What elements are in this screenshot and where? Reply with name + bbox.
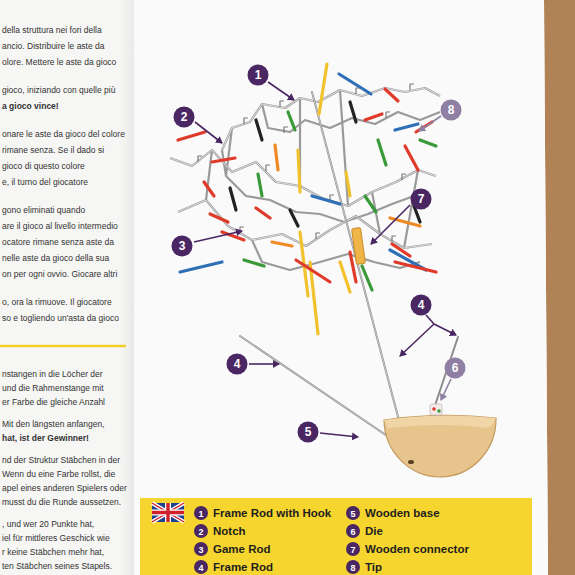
manual-text-line: rimane senza. Se il dado si <box>2 145 104 156</box>
legend-text: Wooden connector <box>365 542 469 556</box>
callout-number: 8 <box>448 103 455 117</box>
manual-text-line: , und wer 20 Punkte hat, <box>2 519 94 530</box>
manual-text-line: o, ora la rimuove. Il giocatore <box>2 297 112 308</box>
callout-number: 1 <box>255 68 262 82</box>
legend-band <box>140 498 532 575</box>
callout-number: 4 <box>418 298 425 312</box>
manual-text-line: on per ogni ovvio. Giocare altri <box>2 269 117 280</box>
manual-text-line: ocatore rimane senza aste da <box>2 237 114 248</box>
leader-lines <box>194 82 456 437</box>
callout-number: 7 <box>418 192 425 206</box>
manual-text-line: onare le aste da gioco del colore <box>2 129 125 140</box>
legend-text: Frame Rod <box>213 560 273 574</box>
legend-number: 3 <box>198 545 203 555</box>
callout-number: 5 <box>305 425 312 439</box>
uk-flag <box>152 503 184 522</box>
manual-text-line: und die Rahmenstange mit <box>2 383 104 394</box>
legend-number: 5 <box>350 509 355 519</box>
legend-number: 8 <box>350 563 355 573</box>
manual-text-line: so e togliendo un'asta da gioco <box>2 313 119 324</box>
manual-text-line: nstangen in die Löcher der <box>2 369 103 380</box>
manual-text-line: iel für mittleres Geschick wie <box>2 533 110 544</box>
manual-text-line: are il gioco al livello intermedio <box>2 221 118 232</box>
legend-number: 4 <box>198 563 203 573</box>
manual-text-line: Wenn du eine Farbe rollst, die <box>2 469 115 480</box>
legend-text: Game Rod <box>213 542 271 556</box>
manual-text-line: Mit den längsten anfangen, <box>2 419 105 430</box>
manual-text-line: a gioco vince! <box>2 101 59 112</box>
manual-text-line: r keine Stäbchen mehr hat, <box>2 547 104 558</box>
legend-number: 2 <box>198 527 203 537</box>
manual-text-line: ancio. Distribuire le aste da <box>2 41 105 52</box>
frame-rods <box>240 92 458 462</box>
manual-text-line: olore. Mettere le aste da gioco <box>2 57 116 68</box>
legend-text: Frame Rod with Hook <box>213 506 331 520</box>
callout-number: 3 <box>179 239 186 253</box>
legend-text: Wooden base <box>365 506 440 520</box>
manual-text-line: hat, ist der Gewinner! <box>2 433 89 444</box>
manual-text-line: apel eines anderen Spielers oder <box>2 483 127 494</box>
legend-text: Die <box>365 524 383 538</box>
manual-text-line: nelle aste da gioco della sua <box>2 253 109 264</box>
callout-number: 4 <box>234 357 241 371</box>
callout-circles <box>172 65 466 443</box>
frame-structure <box>170 84 440 270</box>
legend-text: Notch <box>213 524 246 538</box>
legend-number: 7 <box>350 545 355 555</box>
callout-number: 2 <box>181 110 188 124</box>
wooden-connector <box>352 227 366 264</box>
game-sticks <box>178 64 436 334</box>
legend-number: 1 <box>198 509 203 519</box>
wooden-base <box>384 415 496 477</box>
legend-number-circles <box>194 506 360 574</box>
manual-text-line: gono eliminati quando <box>2 205 85 216</box>
manual-text-line: er Farbe die gleiche Anzahl <box>2 397 105 408</box>
paper-sheet <box>0 0 548 575</box>
manual-text-line: gioco di questo colore <box>2 161 85 172</box>
manual-text-line: nd der Struktur Stäbchen in der <box>2 455 120 466</box>
manual-text-line: ten Stäbchen seines Stapels. <box>2 561 112 572</box>
manual-text-line: della struttura nei fori della <box>2 25 102 36</box>
die <box>430 404 442 415</box>
manual-text-line: musst du die Runde aussetzen. <box>2 497 121 508</box>
callout-number: 6 <box>452 361 459 375</box>
legend-text: Tip <box>365 560 382 574</box>
manual-text-line: e, il turno del giocatore <box>2 177 88 188</box>
legend-number: 6 <box>350 527 355 537</box>
manual-text-line: gioco, iniziando con quelle più <box>2 85 115 96</box>
section-rule <box>0 345 126 348</box>
